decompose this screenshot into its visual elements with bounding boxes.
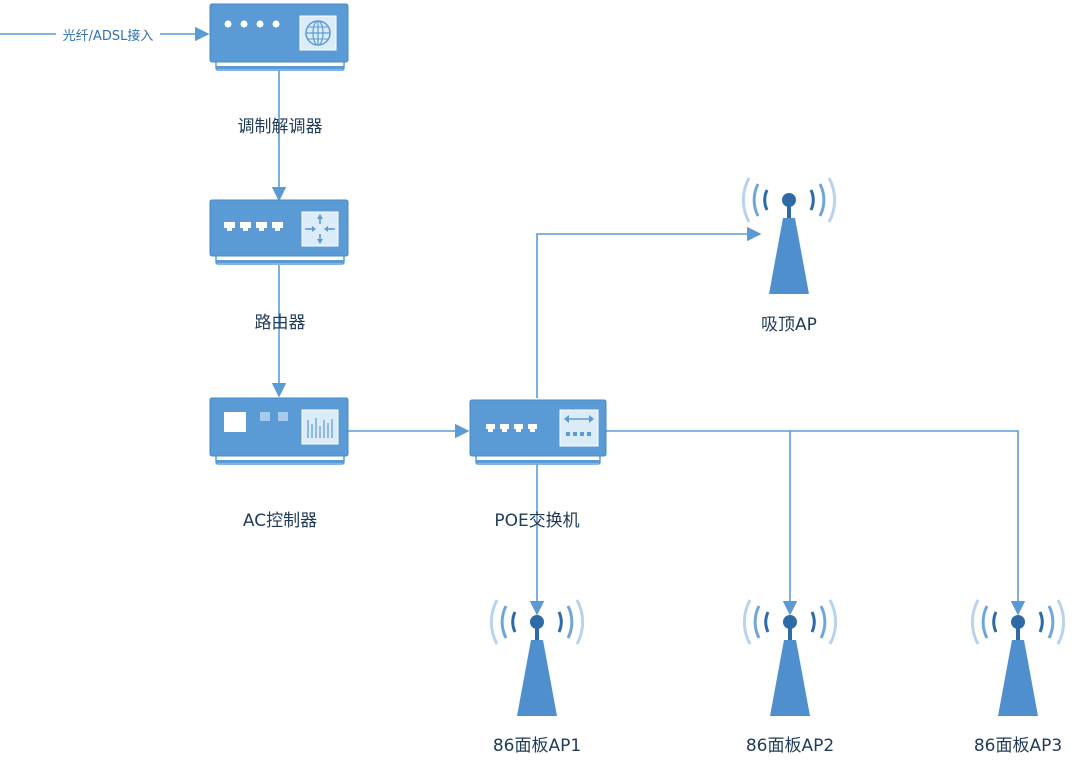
switch-to-ap3-line — [790, 430, 1026, 616]
router-label: 路由器 — [255, 313, 306, 333]
connection-lines — [0, 26, 1026, 616]
input-label: 光纤/ADSL接入 — [63, 28, 154, 44]
ac-controller-icon — [209, 397, 349, 465]
switch-to-ap2-line — [604, 430, 798, 616]
panel-ap1-label: 86面板AP1 — [493, 736, 581, 756]
panel-ap3-label: 86面板AP3 — [974, 736, 1062, 756]
modem-label: 调制解调器 — [238, 117, 323, 137]
panel-ap2-label: 86面板AP2 — [746, 736, 834, 756]
ac-controller-label: AC控制器 — [243, 511, 317, 531]
switch-to-ceiling-ap-line — [536, 226, 762, 398]
poe-switch-label: POE交换机 — [494, 511, 579, 531]
panel-ap3-icon — [970, 598, 1066, 718]
panel-ap1-icon — [489, 598, 585, 718]
panel-ap2-icon — [742, 598, 838, 718]
router-icon — [209, 199, 349, 265]
poe-switch-icon — [469, 399, 607, 465]
modem-icon — [209, 3, 349, 71]
ceiling-ap-icon — [741, 176, 837, 296]
ceiling-ap-label: 吸顶AP — [761, 315, 817, 335]
